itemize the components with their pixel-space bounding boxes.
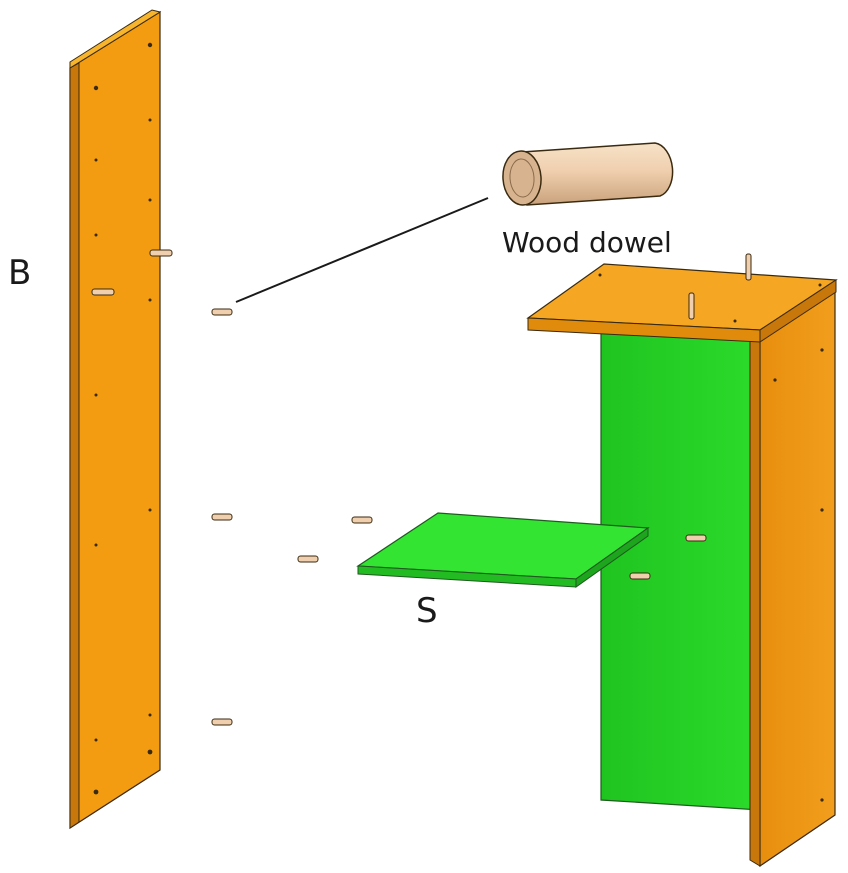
loose-dowel: [211, 718, 233, 726]
panel-b: [69, 9, 173, 830]
loose-dowel: [297, 555, 319, 563]
wood-dowel-enlarged: [502, 142, 674, 206]
top-panel-side-edge: [759, 279, 837, 343]
right-side-panel-holes: [773, 348, 824, 802]
cabinet-assembly: [356, 253, 838, 868]
top-panel-holes: [598, 273, 822, 323]
loose-dowels: [211, 308, 373, 726]
top-panel: [526, 263, 838, 343]
shelf-side-edge: [575, 527, 649, 588]
panel-b-holes: [93, 42, 153, 795]
panel-b-top-edge: [69, 9, 162, 69]
panel-b-dowel-pins: [91, 249, 173, 296]
shelf-s: [356, 512, 650, 588]
top-dowel-pins: [688, 253, 752, 320]
panel-b-edge: [69, 62, 80, 829]
right-side-panel-edge: [749, 339, 761, 867]
right-side-panel: [759, 286, 836, 868]
label-wood-dowel: Wood dowel: [502, 226, 672, 259]
label-s: S: [416, 591, 438, 631]
panel-b-front-face: [69, 10, 161, 830]
loose-dowel: [351, 516, 373, 524]
dowel-callout-line: [235, 197, 489, 303]
loose-dowel: [211, 513, 233, 521]
label-b: B: [8, 253, 31, 293]
back-panel-dowel-pins: [629, 534, 707, 580]
back-panel: [600, 329, 761, 811]
loose-dowel: [211, 308, 233, 316]
